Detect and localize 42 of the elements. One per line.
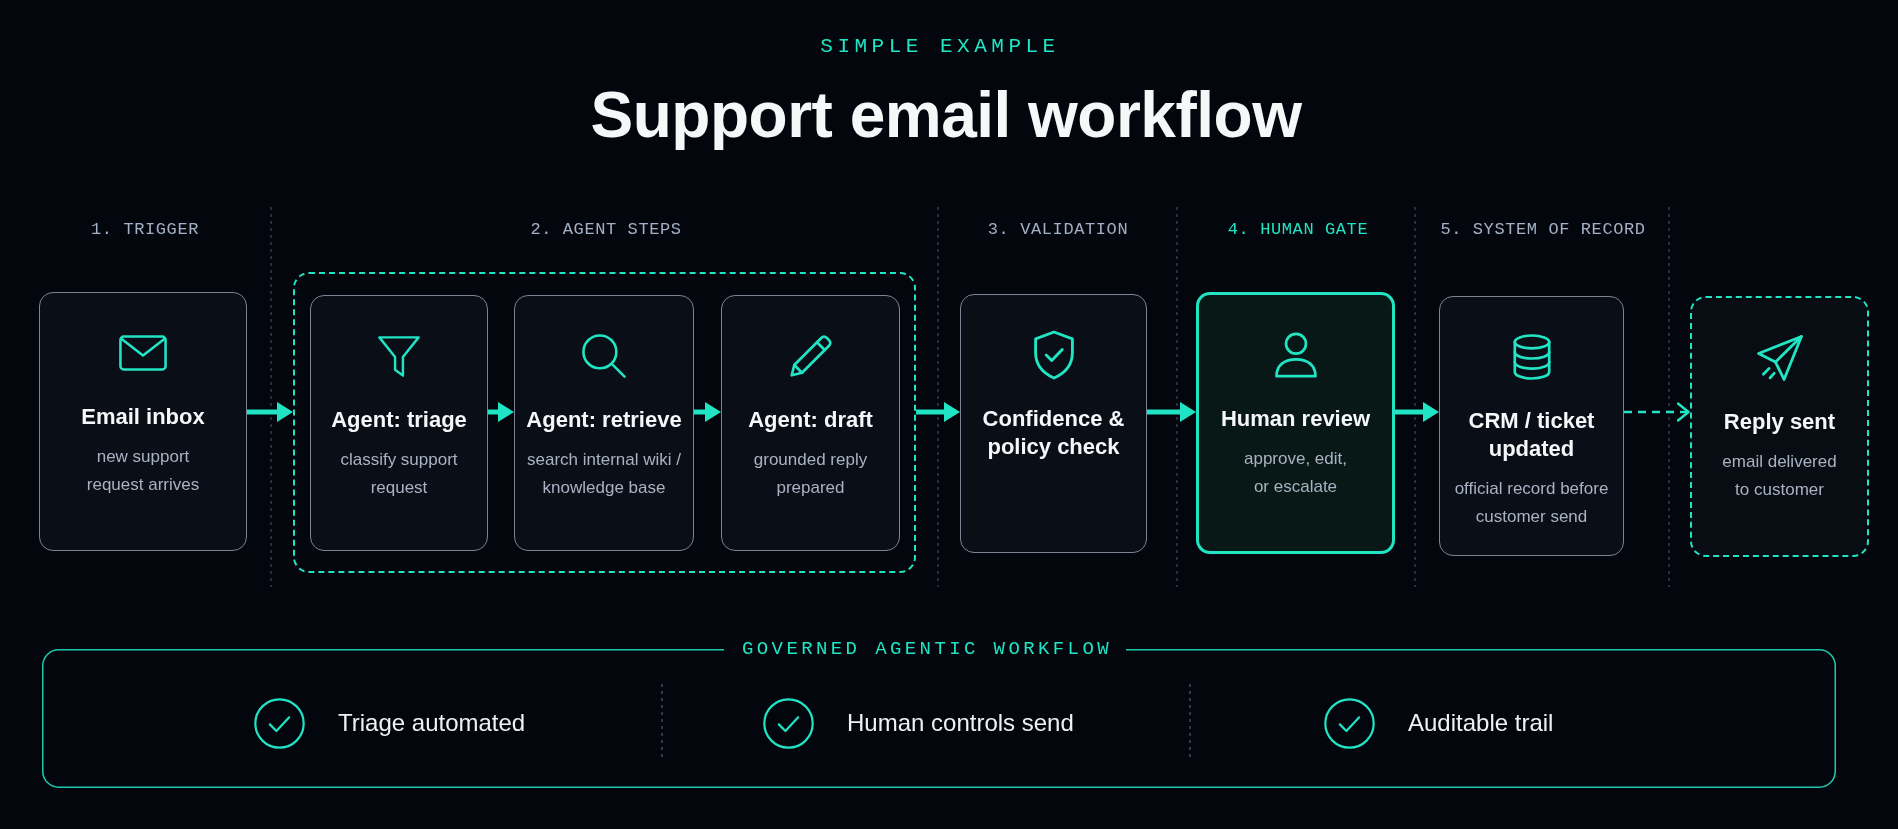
section-heading: GOVERNED AGENTIC WORKFLOW	[742, 638, 1112, 660]
arrow	[1147, 402, 1196, 422]
stage-heading: 1. TRIGGER	[91, 220, 199, 240]
step-title: Reply sent	[1723, 408, 1836, 436]
summary-item: Triage automated	[338, 708, 526, 738]
step-card	[1439, 296, 1624, 556]
step-description: approve, edit, or escalate	[1243, 448, 1348, 498]
eyebrow-label: SIMPLE EXAMPLE	[820, 35, 1060, 59]
step-description: new support request arrives	[85, 446, 201, 496]
arrow	[1395, 402, 1439, 422]
dashed-group-frame	[293, 272, 916, 573]
step-title: Agent: triage	[331, 406, 467, 434]
step-card	[514, 295, 694, 551]
stage-heading: 5. SYSTEM OF RECORD	[1440, 220, 1646, 240]
stage-heading: 3. VALIDATION	[987, 220, 1129, 240]
stage-heading: 2. AGENT STEPS	[530, 220, 682, 240]
step-title: Email inbox	[81, 403, 205, 431]
arrow	[916, 402, 960, 422]
arrow	[247, 402, 293, 422]
step-card	[39, 292, 247, 551]
step-description: search internal wiki / knowledge base	[526, 449, 682, 499]
step-title: Human review	[1220, 405, 1371, 433]
summary-item: Human controls send	[847, 708, 1074, 738]
step-card	[310, 295, 488, 551]
step-title: CRM / ticket updated	[1467, 407, 1596, 463]
step-card	[1690, 296, 1869, 557]
arrow	[488, 402, 514, 422]
diagram-title: Support email workflow	[590, 79, 1302, 151]
step-title: Agent: draft	[748, 406, 873, 434]
arrow	[694, 402, 721, 422]
step-title: Agent: retrieve	[526, 406, 682, 434]
step-card	[721, 295, 900, 551]
step-description: email delivered to customer	[1721, 451, 1838, 501]
step-description: classify support request	[339, 449, 459, 499]
dashed-arrow	[1624, 402, 1690, 422]
summary-item: Auditable trail	[1408, 708, 1554, 738]
step-description: grounded reply prepared	[752, 449, 869, 499]
stage-heading: 4. HUMAN GATE	[1227, 220, 1369, 240]
step-card	[960, 294, 1147, 553]
step-description: official record before customer send	[1453, 478, 1610, 528]
step-title: Confidence & policy check	[981, 405, 1126, 461]
step-card	[1196, 292, 1395, 554]
